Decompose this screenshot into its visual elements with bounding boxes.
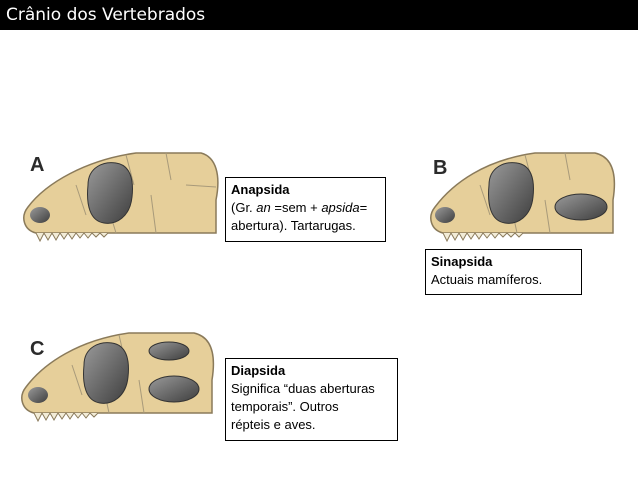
- anapsida-line1: (Gr. an =sem + apsida=: [231, 200, 367, 215]
- skull-c-diapsid-illustration: [14, 325, 229, 430]
- skull-c-letter: C: [30, 338, 44, 361]
- anapsida-line2: abertura). Tartarugas.: [231, 218, 356, 233]
- skull-b-synapsid-illustration: [425, 145, 625, 250]
- diapsida-line3: répteis e aves.: [231, 417, 316, 432]
- diapsida-line2: temporais”. Outros: [231, 399, 339, 414]
- sinapsida-heading: Sinapsida: [431, 253, 576, 271]
- diapsida-line1: Significa “duas aberturas: [231, 381, 375, 396]
- anapsida-caption-box: Anapsida (Gr. an =sem + apsida= abertura…: [225, 177, 386, 242]
- skull-a-letter: A: [30, 154, 44, 177]
- diapsida-caption-box: Diapsida Significa “duas aberturas tempo…: [225, 358, 398, 441]
- anapsida-heading: Anapsida: [231, 181, 380, 199]
- skull-b-letter: B: [433, 157, 447, 180]
- sinapsida-caption-box: Sinapsida Actuais mamíferos.: [425, 249, 582, 295]
- slide-title: Crânio dos Vertebrados: [0, 0, 638, 30]
- diapsida-heading: Diapsida: [231, 362, 392, 380]
- sinapsida-line1: Actuais mamíferos.: [431, 272, 542, 287]
- skull-a-anapsid-illustration: [16, 145, 236, 250]
